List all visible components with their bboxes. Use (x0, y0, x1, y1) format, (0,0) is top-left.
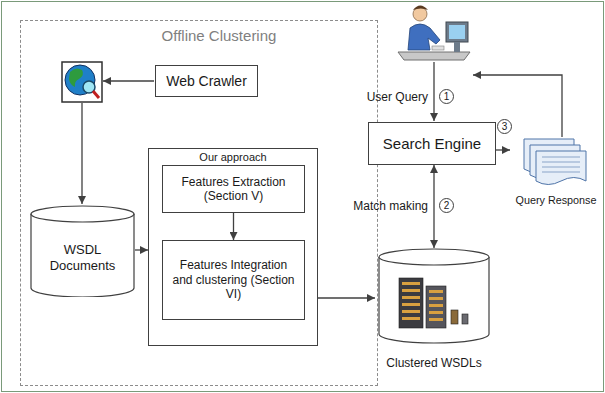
download-arrow (81, 103, 82, 204)
globe-icon (62, 62, 102, 102)
query-arrow (433, 62, 434, 121)
process-box: Web Crawler (155, 65, 258, 97)
server-slot (402, 282, 420, 285)
server-rack (426, 286, 446, 328)
callout-number: 1 (439, 89, 454, 104)
node-label: Features Integration and clustering (Sec… (169, 258, 298, 301)
server-rack (451, 310, 458, 324)
connector-arrow (318, 297, 375, 298)
cylinder-body (379, 257, 489, 343)
node-label: Search Engine (383, 135, 481, 153)
document-line (542, 157, 580, 158)
document-line (542, 167, 580, 168)
connector-arrow (496, 149, 510, 150)
magnifier-handle (93, 91, 99, 98)
node-label: Features Extraction (Section V) (169, 175, 298, 204)
crawler-arrow (103, 80, 154, 81)
connector-arrow (135, 249, 148, 250)
document-line (542, 162, 580, 163)
server-slot (429, 290, 443, 293)
monitor-stand (454, 42, 460, 52)
connector-arrow (433, 165, 434, 248)
globe-sea (65, 65, 95, 95)
database-cylinder: Clustered WSDLs (375, 248, 493, 373)
user-hair (413, 6, 428, 11)
offline-region: Offline ClusteringWeb CrawlerWSDL Docume… (20, 20, 378, 386)
node-label: WSDL Documents (36, 242, 129, 273)
server-slot (402, 317, 420, 320)
node-label: Clustered WSDLs (386, 356, 481, 370)
region-heading: Offline Clustering (162, 27, 277, 45)
monitor (446, 22, 468, 42)
server-slot (402, 296, 420, 299)
keyboard (432, 46, 444, 50)
callout-number: 2 (439, 198, 454, 213)
shape-outline (375, 248, 493, 373)
server-slot (429, 297, 443, 300)
server-slot (402, 303, 420, 306)
monitor-screen (449, 25, 465, 39)
node-label: Query Response (515, 194, 596, 207)
server-rack (399, 278, 423, 328)
document-line (542, 172, 580, 173)
connector-arrow (233, 213, 234, 240)
server-slot (429, 304, 443, 307)
globe-frame (62, 62, 102, 102)
process-box: Features Integration and clustering (Sec… (162, 240, 305, 320)
node-label: Web Crawler (166, 73, 247, 90)
callout-number: 3 (497, 119, 512, 134)
cylinder-body (31, 214, 134, 297)
desk (398, 52, 470, 60)
server-slot (402, 289, 420, 292)
documents-icon: Query Response (510, 135, 602, 209)
server-slot (429, 318, 443, 321)
region-heading: Our approach (199, 151, 266, 164)
database-cylinder: WSDL Documents (30, 205, 135, 297)
server-slot (429, 311, 443, 314)
arrow-label: User Query (356, 90, 428, 104)
server-rack (462, 314, 468, 324)
process-box: Search Engine (368, 122, 496, 165)
group-box: Our approachFeatures Extraction (Section… (148, 148, 318, 346)
process-box: Features Extraction (Section V) (162, 165, 305, 213)
server-slot (402, 310, 420, 313)
cylinder-top (379, 249, 489, 265)
user-icon (398, 6, 470, 61)
cylinder-top (31, 206, 134, 222)
arrow-label: Match making (346, 199, 428, 213)
document-page (536, 151, 586, 185)
